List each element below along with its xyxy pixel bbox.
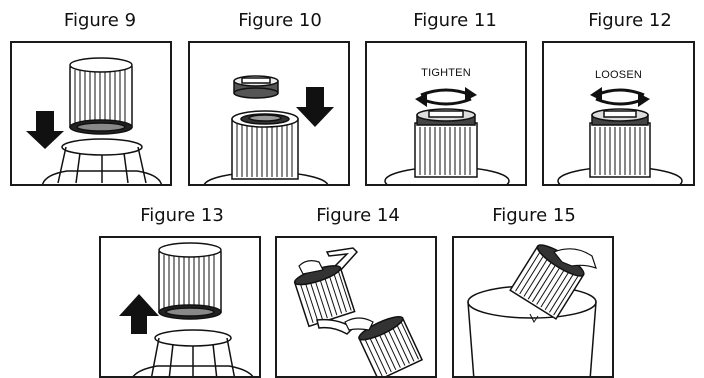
rotate-arrow-icon: [596, 90, 644, 104]
figure-15-illustration: [454, 238, 614, 378]
figure-12-illustration: [544, 43, 695, 186]
figure-9-caption: Figure 9: [10, 10, 190, 31]
figure-15-panel: [452, 236, 614, 378]
figure-14-illustration: [277, 238, 437, 378]
figure-14-caption: Figure 14: [268, 205, 448, 226]
figure-13-panel: [99, 236, 261, 378]
figure-12-caption: Figure 12: [540, 10, 704, 31]
figure-13-illustration: [101, 238, 261, 378]
figure-9-illustration: [12, 43, 172, 186]
figure-11-caption: Figure 11: [365, 10, 545, 31]
figure-15-caption: Figure 15: [444, 205, 624, 226]
figure-9-panel: [10, 41, 172, 186]
figure-11-panel: TIGHTEN: [365, 41, 527, 186]
figure-11-illustration: [367, 43, 527, 186]
rotate-arrow-icon: [421, 90, 471, 104]
arrow-down-icon: [296, 87, 334, 127]
figure-10-panel: [188, 41, 350, 186]
arrow-up-icon: [119, 294, 159, 334]
arrow-down-icon: [26, 111, 64, 149]
figure-10-caption: Figure 10: [190, 10, 370, 31]
figure-12-panel: LOOSEN: [542, 41, 695, 186]
figure-10-illustration: [190, 43, 350, 186]
figure-14-panel: [275, 236, 437, 378]
figure-13-caption: Figure 13: [92, 205, 272, 226]
